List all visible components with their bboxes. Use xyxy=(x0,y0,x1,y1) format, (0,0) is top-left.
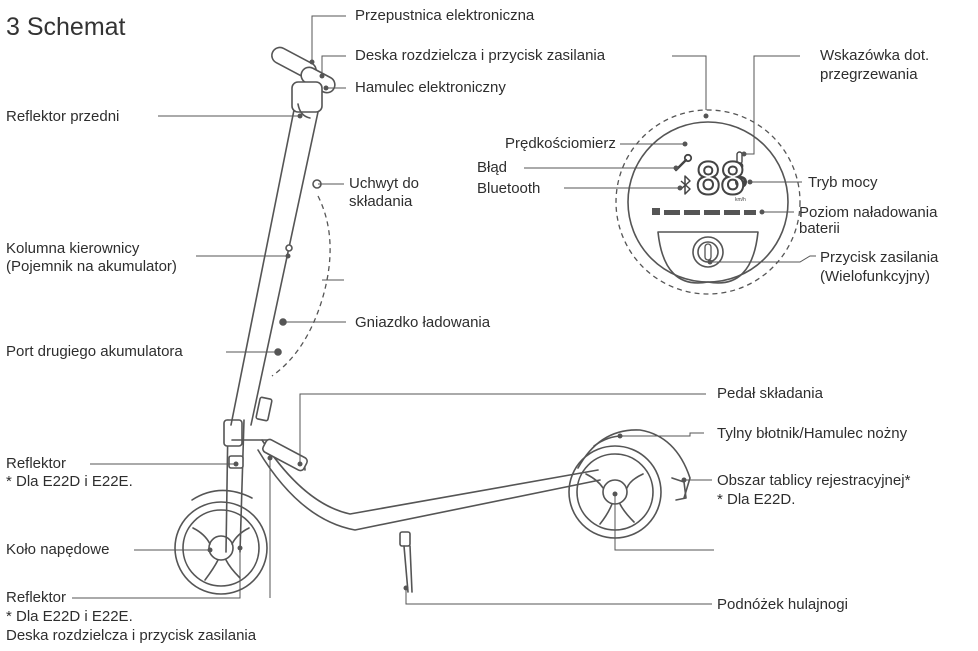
label-power-btn-2: (Wielofunkcyjny) xyxy=(820,268,931,285)
speed-unit: km/h xyxy=(735,197,746,203)
label-fold-grip-2: składania xyxy=(349,193,413,210)
label-speedometer: Prędkościomierz xyxy=(505,135,616,152)
label-dashboard-power: Deska rozdzielcza i przycisk zasilania xyxy=(355,47,606,64)
deck xyxy=(231,438,601,531)
label-ebrake: Hamulec elektroniczny xyxy=(355,79,506,96)
label-battery-1: Poziom naładowania xyxy=(799,204,938,221)
label-charging-port: Gniazdko ładowania xyxy=(355,314,491,331)
label-reflector-1: Reflektor xyxy=(6,455,67,472)
display-detail: S 88 km/h xyxy=(615,109,801,295)
label-reflector-2: Reflektor xyxy=(6,589,67,606)
label-throttle: Przepustnica elektroniczna xyxy=(355,7,535,24)
label-error: Błąd xyxy=(477,159,508,176)
label-drive-wheel: Koło napędowe xyxy=(6,541,110,558)
label-steering-1: Kolumna kierownicy xyxy=(6,240,140,257)
page-title: 3 Schemat xyxy=(6,13,126,41)
svg-text:S: S xyxy=(738,178,744,188)
bluetooth-icon xyxy=(680,175,691,195)
label-second-battery: Port drugiego akumulatora xyxy=(6,343,183,360)
sport-mode-icon: S xyxy=(735,176,747,188)
power-icon xyxy=(704,243,712,261)
kickstand xyxy=(399,531,413,593)
label-power-btn-1: Przycisk zasilania xyxy=(820,249,939,266)
label-folding-pedal: Pedał składania xyxy=(717,385,823,402)
fold-grip-arc xyxy=(271,195,331,377)
label-plate-note: * Dla E22D. xyxy=(717,491,796,508)
label-reflector-2-note: * Dla E22D i E22E. xyxy=(6,608,133,625)
battery-icon xyxy=(652,208,756,215)
front-wheel xyxy=(174,501,268,595)
rear-fender xyxy=(577,429,691,499)
label-headlight: Reflektor przedni xyxy=(6,108,120,125)
steering-column xyxy=(230,109,322,426)
leader-lines xyxy=(72,15,816,605)
label-dashboard-power-2: Deska rozdzielcza i przycisk zasilania xyxy=(6,627,257,644)
label-fold-grip-1: Uchwyt do xyxy=(349,175,420,192)
label-reflector-1-note: * Dla E22D i E22E. xyxy=(6,473,133,490)
label-overheat-1: Wskazówka dot. xyxy=(820,47,930,64)
plate-area xyxy=(671,477,687,501)
label-power-mode: Tryb mocy xyxy=(808,174,878,191)
label-steering-2: (Pojemnik na akumulator) xyxy=(6,258,177,275)
label-bluetooth: Bluetooth xyxy=(477,180,541,197)
label-battery-2: baterii xyxy=(799,220,840,237)
label-kickstand: Podnóżek hulajnogi xyxy=(717,596,848,613)
label-plate-area: Obszar tablicy rejestracyjnej* xyxy=(717,472,911,489)
thermometer-icon xyxy=(735,151,744,170)
label-rear-fender: Tylny błotnik/Hamulec nożny xyxy=(717,425,908,442)
speed-digits: 88 xyxy=(695,154,744,205)
front-fender xyxy=(191,489,253,501)
label-overheat-2: przegrzewania xyxy=(820,66,918,83)
